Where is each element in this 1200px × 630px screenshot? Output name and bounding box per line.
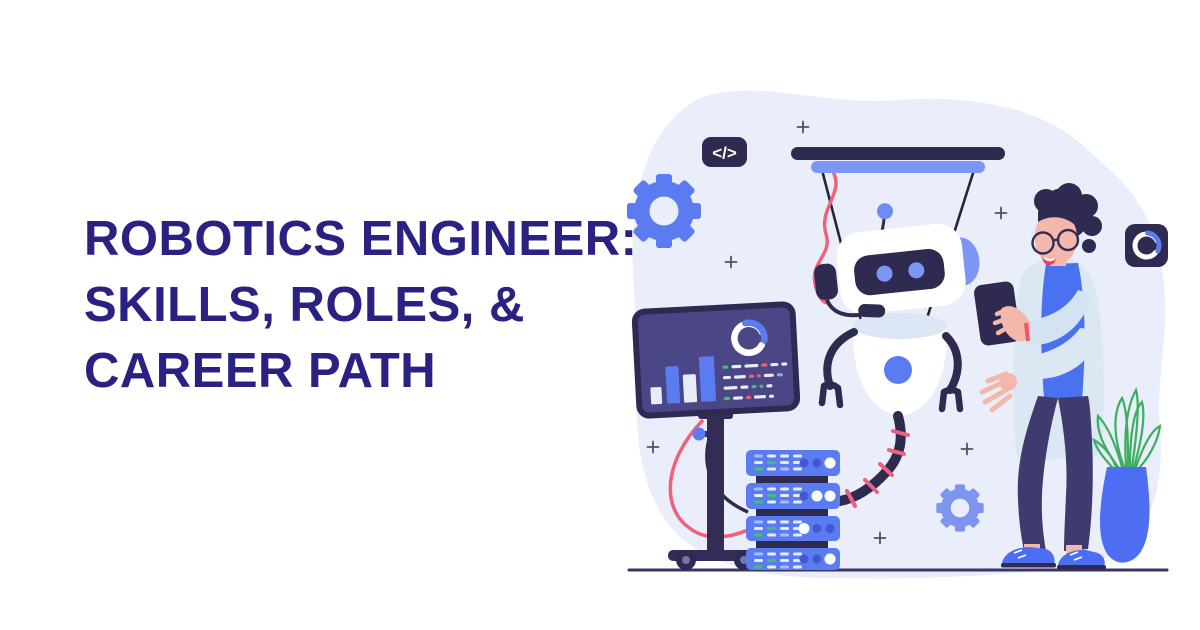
sleeve-lower (1012, 328, 1098, 379)
donut-chart (730, 319, 768, 357)
robot-rig (791, 147, 1005, 335)
plant (1092, 387, 1162, 563)
robot-earpiece (814, 263, 838, 300)
code-dash (744, 363, 759, 368)
cable-red (668, 418, 753, 539)
bar (665, 366, 681, 404)
code-dash (733, 375, 746, 379)
bar-chart (650, 356, 717, 405)
code-dash (770, 362, 779, 367)
plant-leaves (1092, 387, 1162, 469)
code-dash (733, 396, 744, 400)
vase (1099, 467, 1150, 563)
hand-holding-tablet (992, 306, 1031, 342)
pants-leg-left (1017, 396, 1058, 551)
robot-tube (835, 411, 910, 508)
glasses-icon (1031, 228, 1080, 255)
server-led (798, 523, 810, 534)
robot-visor (854, 248, 945, 296)
code-dash (768, 394, 774, 398)
code-dash (731, 364, 742, 369)
robot (814, 203, 980, 508)
server-led (824, 457, 836, 469)
plus-mark (873, 531, 887, 545)
code-dash (740, 385, 749, 389)
code-dash (766, 384, 773, 388)
server-led (824, 490, 836, 502)
code-dash (759, 384, 764, 388)
shoe-left (1001, 547, 1056, 568)
server-led (824, 553, 836, 565)
robot-head (814, 203, 980, 318)
code-icon: </> (702, 137, 747, 167)
code-dash (756, 374, 761, 378)
code-dash (751, 385, 757, 389)
server-stack (746, 450, 840, 570)
hand-reaching (979, 371, 1017, 413)
code-icon-label: </> (712, 144, 737, 163)
pants-leg-right (1058, 396, 1093, 551)
plus-marks (646, 120, 1008, 545)
plus-mark (994, 206, 1008, 220)
monitor-code-lines (722, 362, 788, 401)
server-led (799, 554, 809, 564)
mouth (1042, 257, 1056, 266)
face (1034, 212, 1077, 264)
stand-knob (692, 427, 706, 441)
plus-mark (960, 442, 974, 456)
title-line-3: CAREER PATH (84, 344, 437, 398)
title-line-2: SKILLS, ROLES, & (84, 278, 525, 332)
server-led (812, 524, 822, 533)
plus-mark (646, 440, 660, 454)
robot-torso (818, 313, 964, 416)
server-led (811, 490, 823, 502)
code-dash (761, 363, 768, 367)
code-dash (724, 396, 731, 401)
server-led (812, 458, 822, 468)
mic-pad (858, 304, 886, 318)
sleeve-upper (1024, 290, 1092, 346)
engineer-head (1031, 183, 1102, 266)
code-dash (753, 395, 766, 399)
robot-eye-right (908, 262, 925, 279)
robot-arm-right (942, 332, 962, 394)
robot-eye-left (876, 265, 893, 282)
wristband (1024, 322, 1030, 342)
robot-claw-right (938, 386, 964, 413)
bar (682, 374, 698, 403)
robot-claw-left (818, 381, 844, 409)
bar (698, 356, 717, 402)
page-title: ROBOTICS ENGINEER: SKILLS, ROLES, & CARE… (84, 206, 637, 404)
server-led (799, 458, 809, 468)
monitor (631, 301, 801, 419)
gear-small-icon (936, 484, 984, 532)
code-dash (748, 374, 754, 378)
plus-mark (724, 255, 738, 269)
code-dash (781, 362, 788, 366)
antenna-ball (876, 203, 893, 220)
robot-arm-left (823, 328, 858, 390)
server-led (812, 554, 822, 564)
gear-icon (627, 174, 701, 248)
code-dash (746, 395, 752, 400)
title-line-1: ROBOTICS ENGINEER: (84, 212, 638, 266)
code-dash (722, 365, 729, 369)
engineer (974, 183, 1106, 570)
code-dash (763, 373, 774, 378)
bar (650, 386, 663, 405)
shoe-right (1057, 549, 1106, 570)
plus-mark (796, 120, 810, 134)
server-led (799, 491, 809, 501)
code-dash (776, 373, 783, 377)
code-dash (723, 385, 738, 390)
code-dash (722, 375, 731, 380)
robot-core (884, 356, 912, 384)
loader-icon (1125, 224, 1168, 267)
server-led (825, 524, 835, 533)
